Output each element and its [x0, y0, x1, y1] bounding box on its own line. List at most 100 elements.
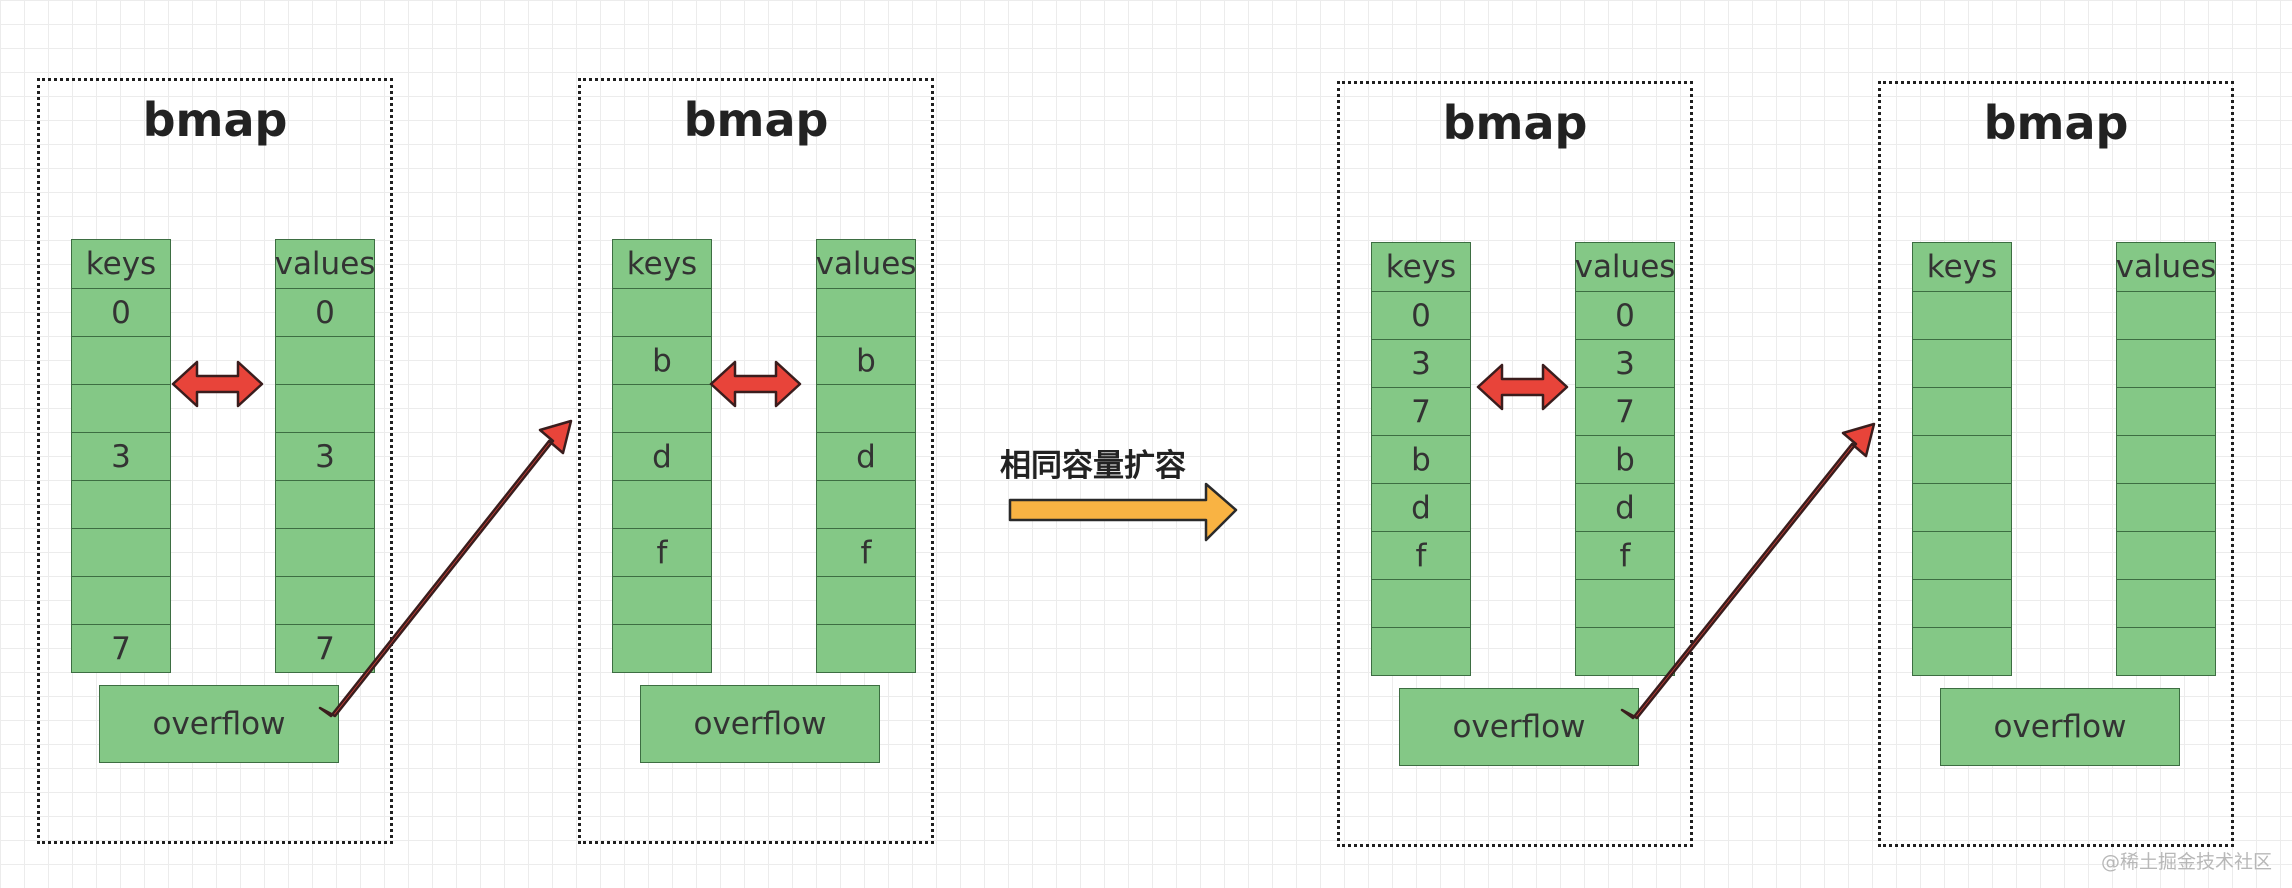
key-slot-7 [1913, 627, 2011, 675]
value-slot-4 [2117, 483, 2215, 531]
key-slot-7 [1372, 627, 1470, 675]
value-slot-2: 7 [1576, 387, 1674, 435]
key-slot-6 [72, 576, 170, 624]
value-slot-1: b [817, 336, 915, 384]
key-slot-5 [72, 528, 170, 576]
key-slot-0: 0 [72, 288, 170, 336]
value-slot-6 [2117, 579, 2215, 627]
keys-header: keys [1926, 249, 1998, 285]
key-slot-5: f [613, 528, 711, 576]
key-slot-0 [1913, 291, 2011, 339]
values-column: values b d f [816, 239, 916, 673]
value-slot-2 [276, 384, 374, 432]
overflow-box: overflow [640, 685, 880, 763]
bmap-container-1: bmap keys 0 3 7 values 0 3 7 overflow [37, 78, 393, 844]
key-slot-5: f [1372, 531, 1470, 579]
value-slot-4 [276, 480, 374, 528]
value-slot-0 [2117, 291, 2215, 339]
values-column: values [2116, 242, 2216, 676]
value-slot-3 [2117, 435, 2215, 483]
value-slot-0 [817, 288, 915, 336]
key-slot-3: b [1372, 435, 1470, 483]
key-slot-1: 3 [1372, 339, 1470, 387]
value-slot-5: f [817, 528, 915, 576]
value-slot-3: b [1576, 435, 1674, 483]
double-arrow-icon [709, 360, 802, 408]
key-slot-4 [613, 480, 711, 528]
values-header: values [815, 246, 917, 282]
value-slot-6 [276, 576, 374, 624]
diagonal-arrow-icon [318, 419, 573, 718]
resize-label: 相同容量扩容 [1000, 448, 1186, 484]
watermark: @稀土掘金技术社区 [2100, 851, 2272, 873]
overflow-box: overflow [99, 685, 339, 763]
value-slot-3: d [817, 432, 915, 480]
value-slot-4: d [1576, 483, 1674, 531]
value-slot-5 [2117, 531, 2215, 579]
key-slot-5 [1913, 531, 2011, 579]
value-slot-0: 0 [1576, 291, 1674, 339]
keys-column: keys 0 3 7 b d f [1371, 242, 1471, 676]
key-slot-0: 0 [1372, 291, 1470, 339]
value-slot-7: 7 [276, 624, 374, 672]
resize-arrow-icon [1008, 482, 1238, 542]
key-slot-6 [1913, 579, 2011, 627]
value-slot-6 [1576, 579, 1674, 627]
value-slot-1: 3 [1576, 339, 1674, 387]
keys-column: keys [1912, 242, 2012, 676]
values-column: values 0 3 7 b d f [1575, 242, 1675, 676]
value-slot-2 [2117, 387, 2215, 435]
key-slot-2: 7 [1372, 387, 1470, 435]
value-slot-7 [2117, 627, 2215, 675]
bmap-title: bmap [683, 93, 829, 147]
bmap-title: bmap [1442, 96, 1588, 150]
values-header: values [2115, 249, 2217, 285]
value-slot-1 [2117, 339, 2215, 387]
key-slot-3: 3 [72, 432, 170, 480]
key-slot-4 [72, 480, 170, 528]
value-slot-5: f [1576, 531, 1674, 579]
key-slot-1 [1913, 339, 2011, 387]
diagonal-arrow-icon [1620, 422, 1876, 720]
key-slot-7: 7 [72, 624, 170, 672]
key-slot-1: b [613, 336, 711, 384]
value-slot-7 [1576, 627, 1674, 675]
keys-column: keys b d f [612, 239, 712, 673]
value-slot-7 [817, 624, 915, 672]
overflow-box: overflow [1399, 688, 1639, 766]
double-arrow-icon [1476, 363, 1569, 411]
key-slot-1 [72, 336, 170, 384]
key-slot-2 [613, 384, 711, 432]
key-slot-6 [1372, 579, 1470, 627]
keys-header: keys [85, 246, 157, 282]
values-column: values 0 3 7 [275, 239, 375, 673]
keys-header: keys [1385, 249, 1457, 285]
keys-column: keys 0 3 7 [71, 239, 171, 673]
overflow-box: overflow [1940, 688, 2180, 766]
value-slot-5 [276, 528, 374, 576]
values-header: values [274, 246, 376, 282]
key-slot-3: d [613, 432, 711, 480]
value-slot-6 [817, 576, 915, 624]
bmap-container-3: bmap keys 0 3 7 b d f values 0 3 7 b d f… [1337, 81, 1693, 847]
bmap-container-4: bmap keys values overflow [1878, 81, 2234, 847]
value-slot-2 [817, 384, 915, 432]
value-slot-4 [817, 480, 915, 528]
bmap-title: bmap [1983, 96, 2129, 150]
key-slot-6 [613, 576, 711, 624]
key-slot-4: d [1372, 483, 1470, 531]
value-slot-3: 3 [276, 432, 374, 480]
bmap-container-2: bmap keys b d f values b d f overflow [578, 78, 934, 844]
bmap-title: bmap [142, 93, 288, 147]
key-slot-0 [613, 288, 711, 336]
double-arrow-icon [171, 360, 264, 408]
key-slot-2 [72, 384, 170, 432]
values-header: values [1574, 249, 1676, 285]
keys-header: keys [626, 246, 698, 282]
key-slot-3 [1913, 435, 2011, 483]
key-slot-7 [613, 624, 711, 672]
key-slot-2 [1913, 387, 2011, 435]
value-slot-1 [276, 336, 374, 384]
key-slot-4 [1913, 483, 2011, 531]
